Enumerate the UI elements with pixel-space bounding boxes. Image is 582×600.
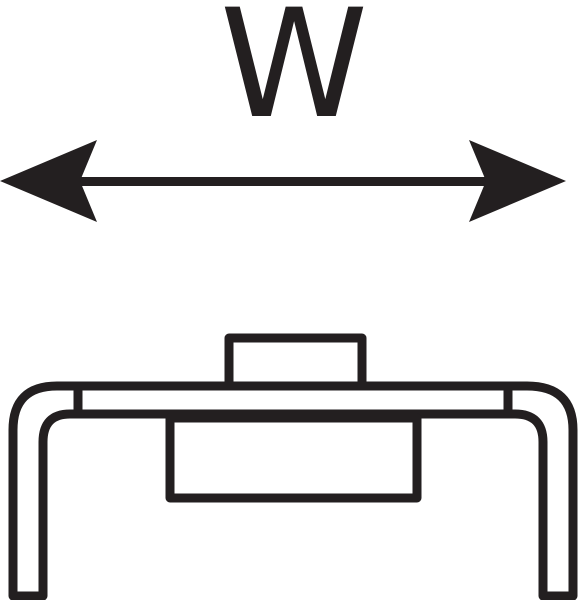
arrow-shaft: [70, 177, 500, 186]
width-label: W: [220, 0, 368, 152]
frame-outline: [8, 381, 578, 600]
double-headed-arrow-icon: [0, 140, 566, 222]
arrow-head-left: [0, 140, 97, 222]
lower-block: [165, 413, 422, 503]
bracket-outline-icon: [8, 333, 578, 600]
top-cap: [224, 333, 367, 391]
arrow-head-right: [469, 140, 566, 222]
